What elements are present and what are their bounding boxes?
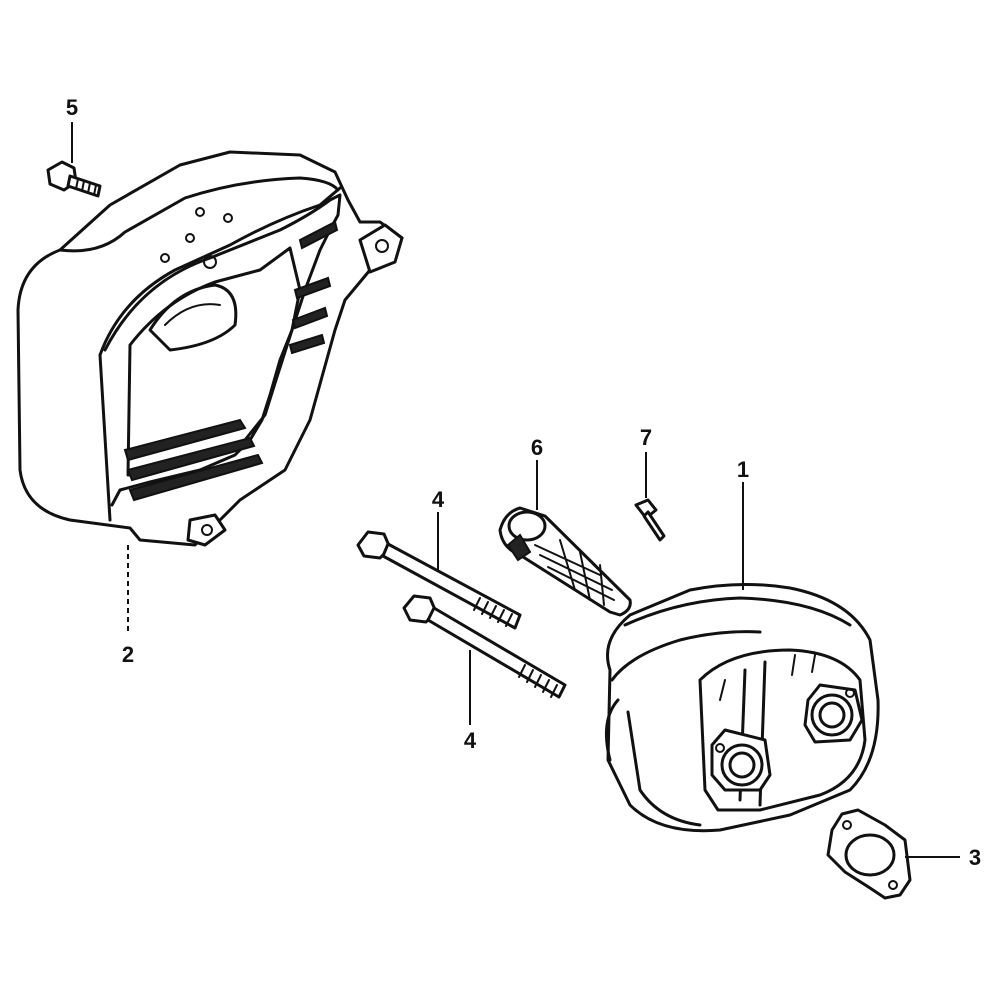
screw-7: [634, 498, 666, 542]
gasket-3: [826, 808, 912, 900]
bolt-4-lower: [402, 594, 567, 699]
bolt-4-upper: [356, 530, 522, 630]
muffler-protector: [16, 150, 404, 547]
callout-1: 1: [737, 457, 749, 482]
callout-4-lower: 4: [464, 728, 477, 753]
callout-5: 5: [66, 95, 78, 120]
callout-2: 2: [122, 642, 134, 667]
flange-bolt-5: [46, 160, 102, 198]
callout-6: 6: [531, 435, 543, 460]
callout-3: 3: [969, 845, 981, 870]
spark-arrester-6: [498, 506, 632, 617]
muffler-body-1: [604, 582, 880, 833]
callout-4-upper: 4: [432, 487, 445, 512]
callout-7: 7: [640, 425, 652, 450]
